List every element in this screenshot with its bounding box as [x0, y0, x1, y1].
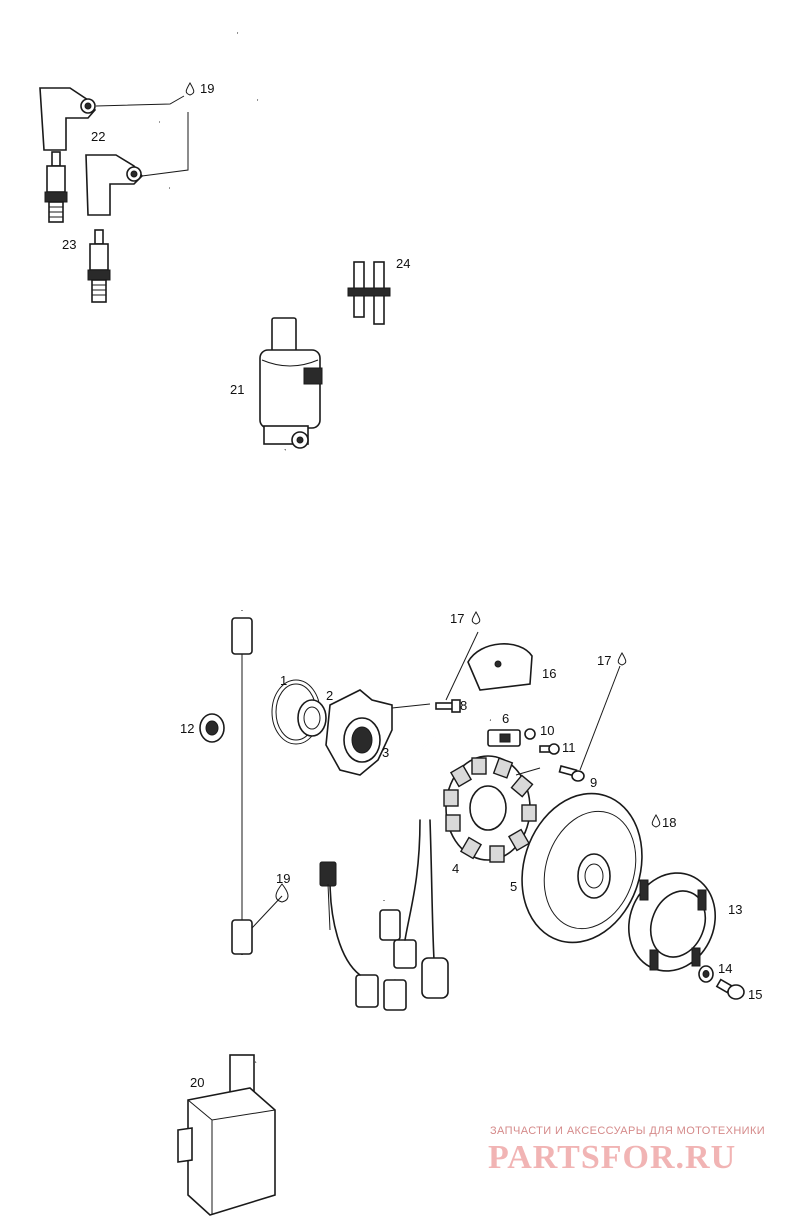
rotor-bolt — [715, 978, 745, 1000]
callout-19-bottom: 19 — [276, 871, 290, 886]
pickup-sensor — [487, 729, 521, 747]
callout-2: 2 — [326, 688, 333, 703]
screw-8 — [435, 699, 461, 713]
spark-plug-cap-lower — [85, 154, 144, 216]
watermark: ЗАПЧАСТИ И АКСЕССУАРЫ ДЛЯ МОТОТЕХНИКИ PA… — [488, 1125, 765, 1176]
callout-9: 9 — [590, 775, 597, 790]
callout-6: 6 — [502, 711, 509, 726]
callout-16: 16 — [542, 666, 556, 681]
watermark-logo: PARTSFOR.RU — [488, 1139, 736, 1176]
callout-21: 21 — [230, 382, 244, 397]
rotor-ring — [627, 872, 717, 972]
screw-11 — [539, 743, 560, 755]
callout-15: 15 — [748, 987, 762, 1002]
callout-22: 22 — [91, 129, 105, 144]
stator-harness — [255, 819, 449, 1064]
callout-17-left: 17 — [450, 611, 464, 626]
washer — [698, 965, 714, 983]
leader-lines — [251, 631, 621, 931]
callout-23: 23 — [62, 237, 76, 252]
nut-10 — [524, 728, 536, 740]
callout-12: 12 — [180, 721, 194, 736]
spark-plug-lower — [87, 229, 111, 303]
callout-13: 13 — [728, 902, 742, 917]
callout-8: 8 — [460, 698, 467, 713]
callout-1: 1 — [280, 673, 287, 688]
callout-18: 18 — [662, 815, 676, 830]
pickup-cover — [467, 643, 533, 691]
grommet — [199, 713, 225, 743]
callout-14: 14 — [718, 961, 732, 976]
callout-3: 3 — [382, 745, 389, 760]
ht-cables — [159, 30, 391, 371]
cdi-unit — [177, 1054, 276, 1216]
callout-24: 24 — [396, 256, 410, 271]
ignition-coil — [259, 317, 323, 449]
callout-19-top: 19 — [200, 81, 214, 96]
callout-labels: 19 22 23 24 21 17 16 17 1 2 8 6 12 10 11… — [62, 81, 762, 1090]
callout-10: 10 — [540, 723, 554, 738]
watermark-caption: ЗАПЧАСТИ И АКСЕССУАРЫ ДЛЯ МОТОТЕХНИКИ — [490, 1125, 765, 1137]
screw-9 — [558, 765, 585, 782]
callout-11: 11 — [562, 740, 576, 755]
stator-plate — [325, 689, 393, 776]
callout-4: 4 — [452, 861, 459, 876]
flywheel — [521, 792, 643, 944]
main-harness-wire — [231, 448, 287, 1061]
oil-seal — [297, 699, 327, 737]
callout-20: 20 — [190, 1075, 204, 1090]
spark-plug-upper — [44, 151, 68, 223]
stator — [443, 755, 537, 863]
spark-plug-cap-upper — [39, 87, 97, 151]
drop-icon — [185, 81, 661, 903]
callout-5: 5 — [510, 879, 517, 894]
callout-17-right: 17 — [597, 653, 611, 668]
